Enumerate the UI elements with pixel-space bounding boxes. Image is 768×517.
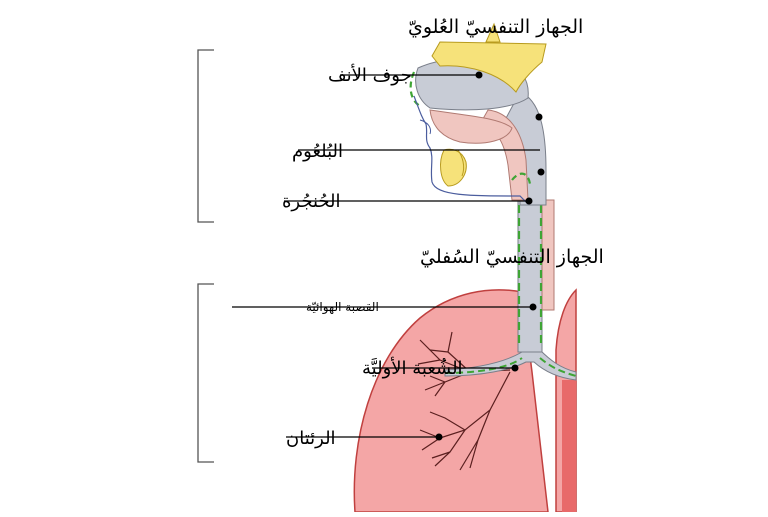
anatomy-illustration	[353, 22, 577, 513]
lower-tract-bracket	[197, 283, 214, 463]
skull-bone	[431, 41, 547, 93]
primary-bronchus	[444, 339, 577, 381]
left-lung	[353, 289, 549, 513]
upper-tract-title: الجهاز التنفسيّ العُلويّ	[408, 16, 583, 38]
oral-cavity	[429, 109, 513, 144]
right-lung-inner	[562, 380, 576, 512]
lower-jaw	[440, 148, 467, 187]
label-lungs: الرئتان	[286, 428, 336, 449]
lower-tract-title: الجهاز التنفسيّ السُفليّ	[420, 246, 604, 268]
label-pharynx: البُلعُوم	[292, 141, 343, 162]
upper-tract-group: الجهاز التنفسيّ العُلويّ جوف الأنف البُل…	[197, 16, 583, 223]
lower-tract-group: الجهاز التنفسيّ السُفليّ القصبة الهوائيّ…	[197, 246, 604, 463]
upper-tract-bracket	[197, 49, 214, 223]
trachea	[517, 199, 543, 353]
